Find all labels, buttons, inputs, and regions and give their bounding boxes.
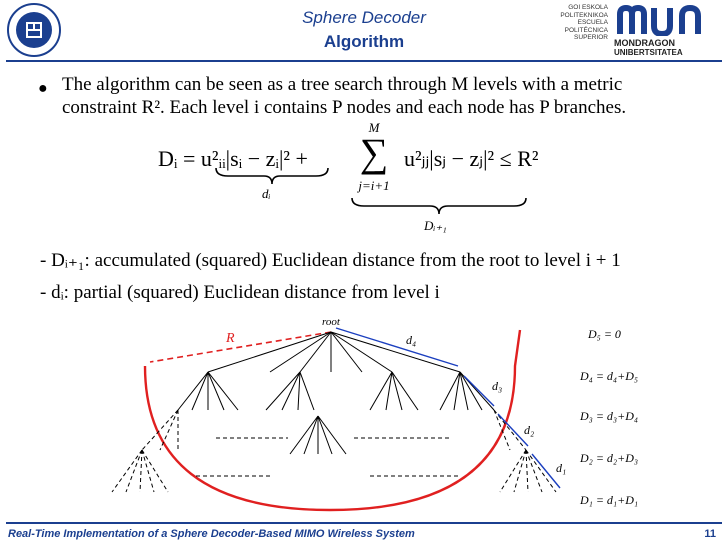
school-line-3: ESCUELA — [577, 19, 608, 26]
mondragon-sub: UNIBERTSITATEA — [614, 48, 683, 57]
sphere-tree-diagram: root R d₄ d₃ d₂ d₁ D₅ = 0 D₄ = d₄+D₅ D₃ … — [111, 316, 638, 512]
bullet-line-1: The algorithm can be seen as a tree sear… — [62, 74, 623, 95]
footer-rule — [6, 522, 722, 524]
definition-D: - Dᵢ₊₁: accumulated (squared) Euclidean … — [40, 250, 621, 271]
d4-label: d₄ — [406, 333, 416, 347]
eq-D3: D₃ = d₃+D₄ — [579, 409, 638, 423]
eq-D5: D₅ = 0 — [587, 327, 621, 341]
d3-label: d₃ — [492, 379, 502, 393]
radius-line — [149, 331, 332, 363]
mondragon-mark-icon — [617, 4, 701, 36]
mondragon-name: MONDRAGON — [614, 38, 675, 48]
edinburgh-seal-icon — [7, 3, 61, 57]
equation-sum-upper: M — [368, 120, 380, 135]
underbrace-2-label: Dᵢ₊₁ — [424, 218, 447, 233]
d2-label: d₂ — [524, 423, 534, 437]
underbrace-1-label: dᵢ — [262, 186, 271, 201]
sum-icon: ∑ — [359, 130, 389, 175]
eq-D1: D₁ = d₁+D₁ — [579, 493, 638, 507]
mondragon-school-text: GOI ESKOLA POLITEKNIKOA ESCUELA POLITÉCN… — [552, 4, 608, 42]
equation-right: u²ⱼⱼ|sⱼ − zⱼ|² ≤ R² — [404, 146, 539, 171]
equation-sum-lower: j=i+1 — [358, 178, 390, 193]
header-rule — [6, 60, 722, 62]
definition-d: - dᵢ: partial (squared) Euclidean distan… — [40, 282, 440, 303]
equation-left: Dᵢ = u²ᵢᵢ|sᵢ − zᵢ|² + — [158, 146, 308, 171]
school-line-5: SUPERIOR — [574, 34, 608, 41]
distance-arrows — [335, 327, 561, 489]
slide-title: Sphere Decoder — [302, 8, 426, 27]
page-number: 11 — [704, 528, 716, 540]
d1-label: d₁ — [556, 461, 566, 475]
root-label: root — [322, 316, 341, 328]
school-line-2: POLITEKNIKOA — [560, 11, 608, 19]
eq-D2: D₂ = d₂+D₃ — [579, 451, 638, 465]
mondragon-logo: GOI ESKOLA POLITEKNIKOA ESCUELA POLITÉCN… — [552, 2, 722, 58]
sphere-arc — [143, 329, 522, 512]
bullet-line-2: constraint R². Each level i contains P n… — [62, 97, 627, 118]
tree-level-1 — [177, 331, 495, 455]
university-logo — [6, 2, 62, 58]
school-line-1: GOI ESKOLA — [568, 4, 608, 11]
underbrace-1-icon — [215, 167, 329, 185]
school-line-4: POLITÉCNICA — [564, 26, 608, 34]
tree-dashed-branches — [111, 409, 557, 493]
eq-D4: D₄ = d₄+D₅ — [579, 369, 638, 383]
slide-subtitle: Algorithm — [323, 32, 405, 51]
radius-label: R — [225, 331, 235, 346]
bullet-icon: ● — [38, 80, 48, 97]
underbrace-2-icon — [351, 197, 527, 215]
footer-title: Real-Time Implementation of a Sphere Dec… — [8, 528, 415, 540]
